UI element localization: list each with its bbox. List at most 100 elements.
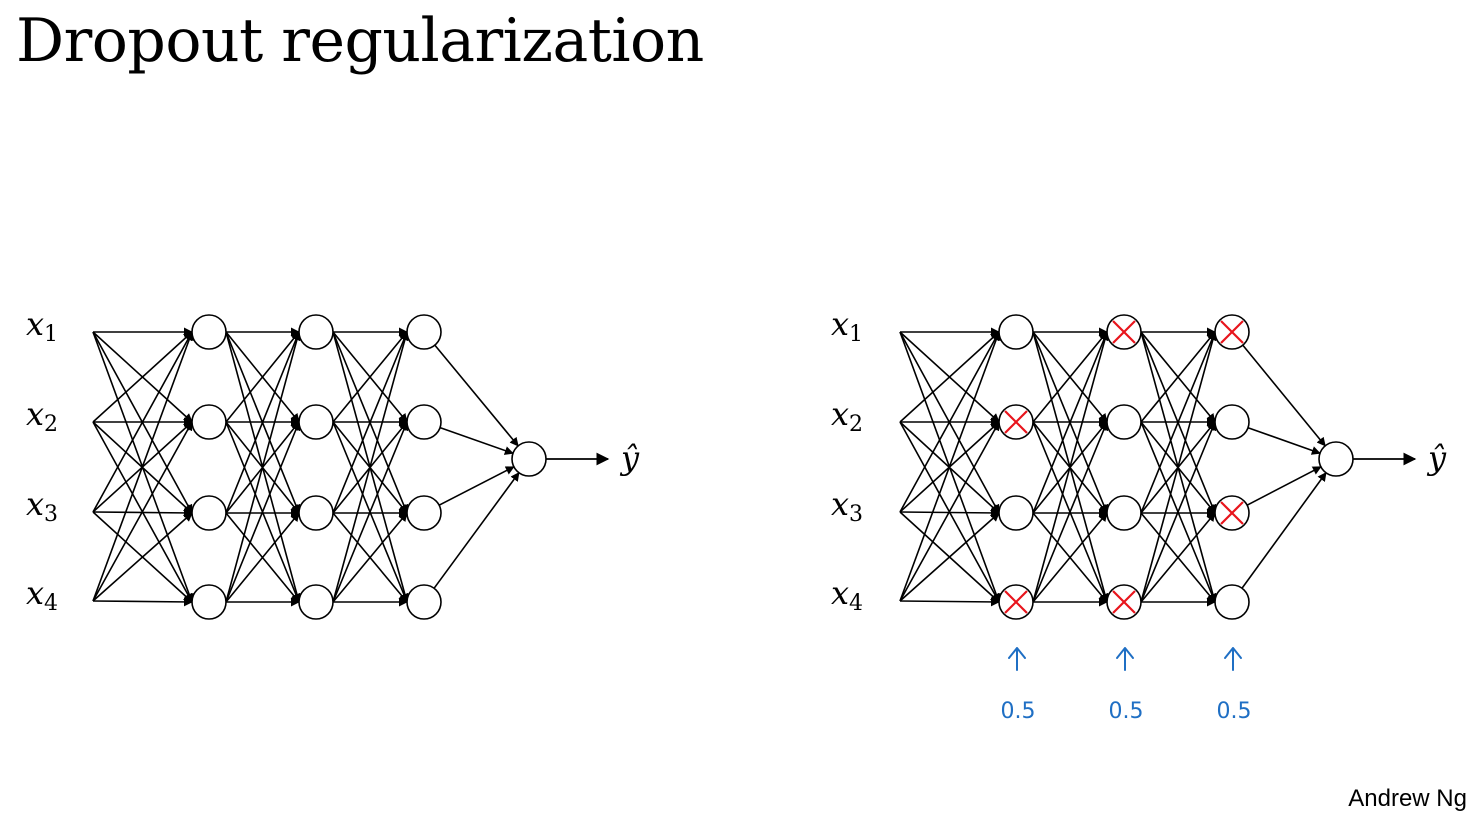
edge-arrow [1032,331,1109,514]
slide-title: Dropout regularization [16,6,704,76]
edge-arrow [92,421,193,602]
hidden-neuron [406,404,442,440]
hidden-neuron [1106,404,1142,440]
edge-arrow [332,512,408,603]
input-label-base: x [26,305,44,343]
edge-arrow [899,421,1000,602]
edge-arrow [92,331,194,602]
annotation-up-arrow [1008,647,1026,671]
input-label-x4: x4 [26,574,58,616]
edge-arrow [1242,344,1326,447]
edge-arrow [1140,331,1217,514]
edge-arrow [225,512,300,603]
input-label-subscript: 1 [44,322,58,347]
keep-prob-note: 0.5 [1001,699,1036,724]
drop-x-mark [1220,320,1244,344]
edge-arrow [92,597,193,607]
hidden-neuron [998,314,1034,350]
edge-arrow [225,331,301,514]
output-label-yhat: ŷ [619,439,640,477]
hidden-neuron [406,314,442,350]
input-label-base: x [26,574,44,612]
edge-arrow [899,512,1000,602]
input-label-x1: x1 [26,305,58,347]
annotation-up-arrow [1224,647,1242,671]
edge-arrow [1140,331,1216,423]
edge-arrow [1140,331,1218,603]
input-label-base: x [831,305,849,343]
input-label-subscript: 2 [849,412,863,437]
edge-arrow [1140,421,1217,603]
edge-arrow [92,512,193,602]
edge-arrow [899,331,1001,602]
drop-x-mark [1004,410,1028,434]
hidden-neuron [1214,584,1250,620]
edge-arrow [332,331,408,423]
edge-arrow [92,331,193,423]
edge-arrow [332,331,410,603]
input-label-base: x [831,574,849,612]
input-label-subscript: 4 [44,591,58,616]
edge-arrow [332,421,409,603]
input-label-subscript: 4 [849,591,863,616]
hidden-neuron [1106,495,1142,531]
input-label-base: x [26,485,44,523]
edge-arrow [1032,331,1110,603]
edge-arrow [225,421,301,603]
hidden-neuron [998,495,1034,531]
input-label-x1: x1 [831,305,863,347]
hidden-neuron [191,584,227,620]
input-label-x3: x3 [831,485,863,527]
hidden-neuron [406,495,442,531]
keep-prob-note: 0.5 [1109,699,1144,724]
input-label-x2: x2 [831,395,863,437]
edge-arrow [1246,466,1322,506]
hidden-neuron [1214,404,1250,440]
hidden-neuron [298,584,334,620]
drop-x-mark [1112,590,1136,614]
edge-arrow [1241,472,1327,589]
hidden-neuron [298,314,334,350]
connection-edges [92,327,610,607]
input-label-subscript: 3 [44,502,58,527]
edge-arrow [899,331,1000,513]
edge-arrow [438,466,515,506]
edge-arrow [1140,512,1216,603]
edge-arrow [1032,421,1109,603]
edge-arrow [439,426,514,455]
edge-arrow [92,331,193,513]
edge-arrow [1247,426,1321,455]
input-label-x4: x4 [831,574,863,616]
annotation-up-arrow [1116,647,1134,671]
output-neuron [1318,441,1354,477]
input-label-x2: x2 [26,395,58,437]
input-label-base: x [831,485,849,523]
hidden-neuron [406,584,442,620]
drop-x-mark [1112,320,1136,344]
hidden-neuron [191,404,227,440]
edge-arrow [899,597,1000,607]
input-label-subscript: 3 [849,502,863,527]
output-label-yhat: ŷ [1426,439,1447,477]
drop-x-mark [1220,501,1244,525]
input-label-base: x [831,395,849,433]
edge-arrow [433,471,520,589]
input-label-x3: x3 [26,485,58,527]
edge-arrow [225,331,302,603]
keep-prob-note: 0.5 [1217,699,1252,724]
hidden-neuron [191,495,227,531]
edge-arrow [1032,512,1108,603]
input-label-base: x [26,395,44,433]
edge-arrow [434,344,519,447]
input-label-subscript: 2 [44,412,58,437]
edge-arrow [1032,331,1108,423]
edge-arrow [225,331,300,423]
edge-arrow [332,331,409,514]
input-label-subscript: 1 [849,322,863,347]
connection-edges [899,327,1417,607]
hidden-neuron [298,404,334,440]
hidden-neuron [298,495,334,531]
